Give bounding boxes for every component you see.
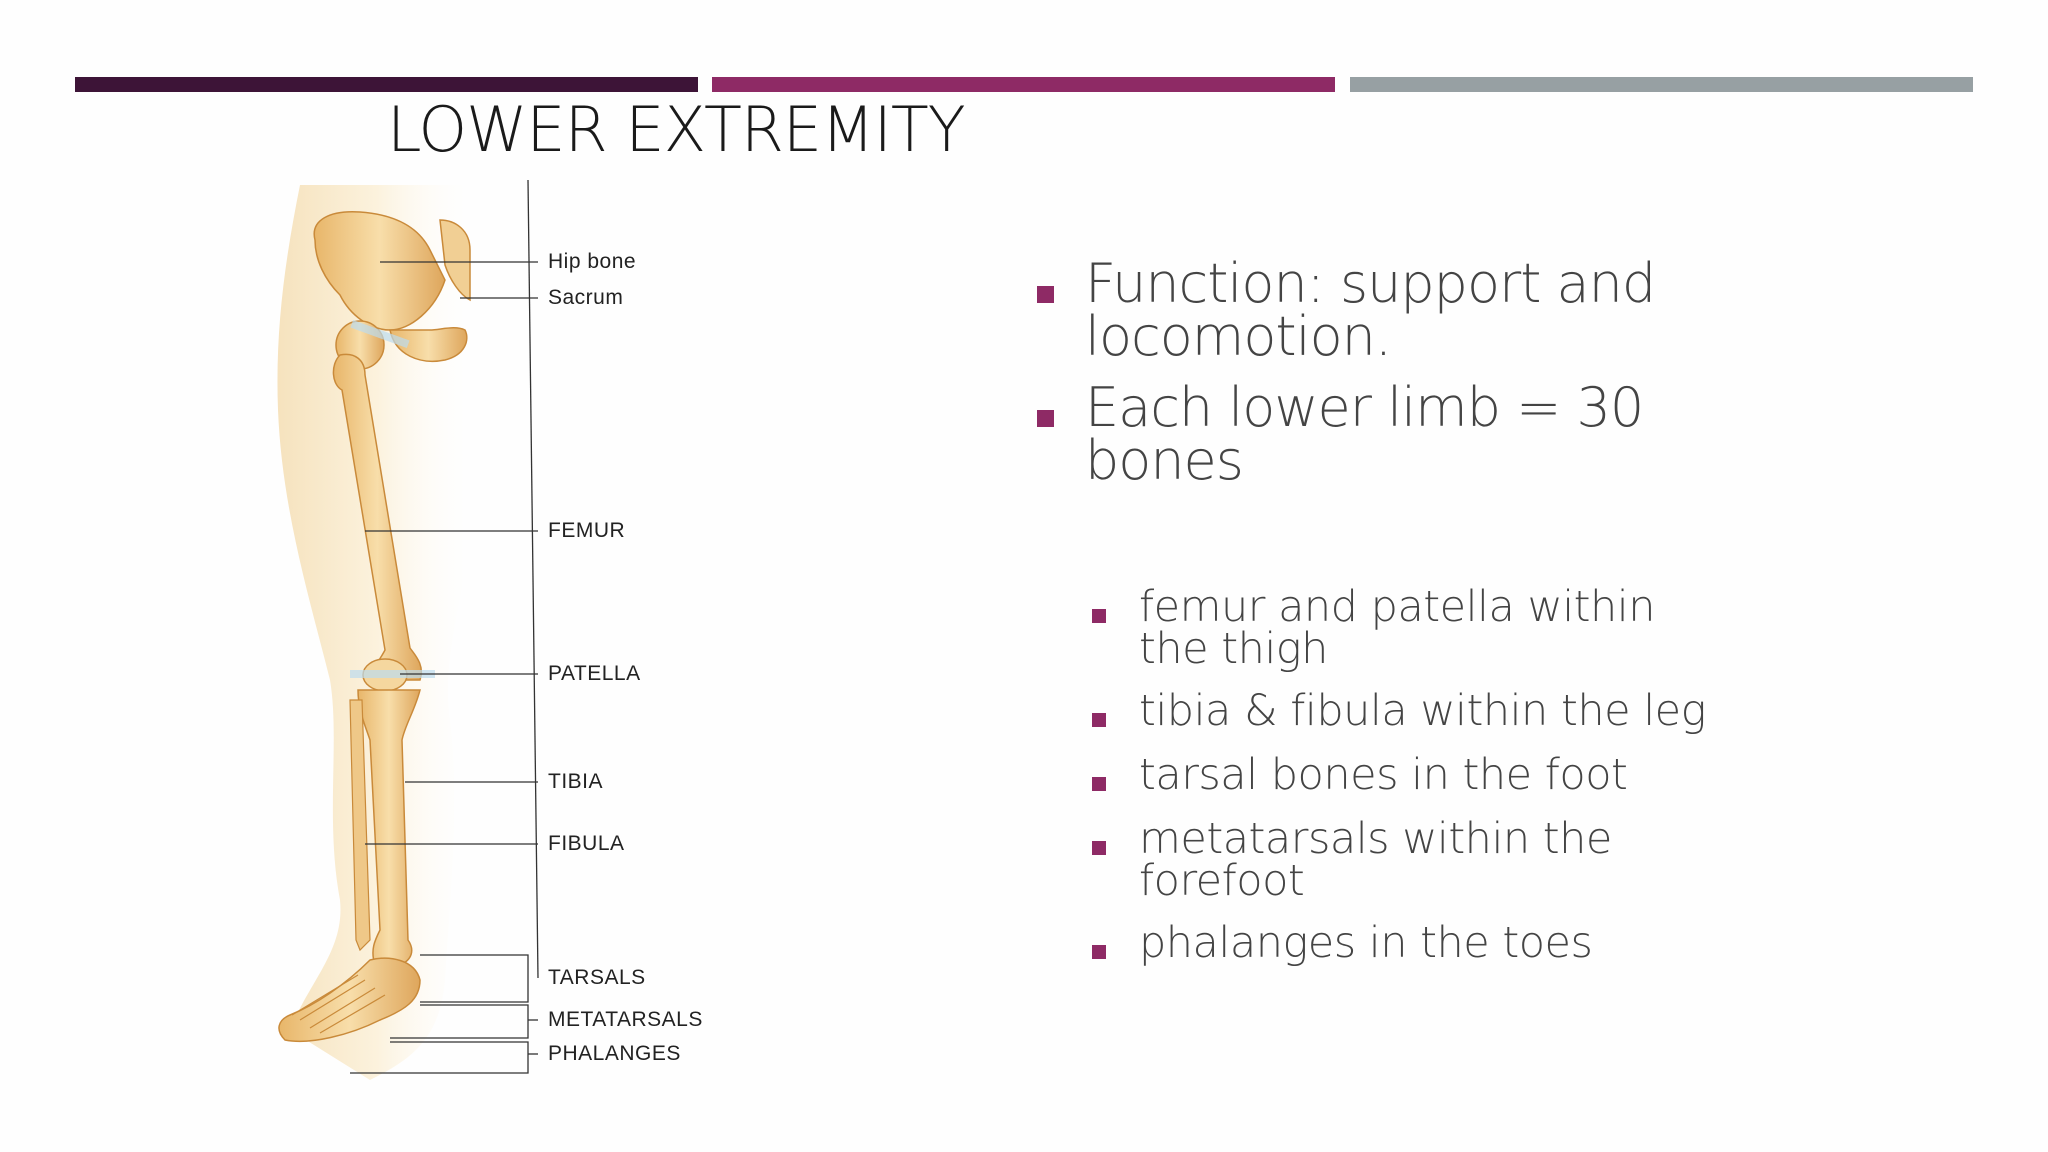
label-femur: FEMUR [548,519,626,542]
bullet-marker [1092,945,1106,959]
sacrum-shape [439,219,471,302]
bullet-text: femur and patella within the thigh [1139,582,1655,675]
label-metatarsals: METATARSALS [548,1008,703,1031]
label-sacrum: Sacrum [548,286,624,309]
leader-lines [350,180,539,1074]
hip-bone-shape [313,211,446,331]
bullet-marker [1092,713,1106,727]
slide-title: LOWER EXTREMITY [387,93,966,166]
label-hip-bone: Hip bone [548,250,637,273]
label-tarsals: TARSALS [548,966,646,989]
fibula-shape [349,699,371,952]
leg-skeleton-figure: Hip bone Sacrum FEMUR PATELLA TIBIA FIBU… [270,180,750,1100]
leg-silhouette [277,185,477,1080]
bullet-marker [1037,286,1054,303]
leg-skeleton-illustration [277,180,539,1080]
bullet-marker [1092,841,1106,855]
label-patella: PATELLA [548,662,641,685]
bullet-text: tibia & fibula within the leg [1139,686,1706,736]
bullet-marker [1092,609,1106,623]
header-bar-dark [75,77,698,92]
header-bar-magenta [712,77,1335,92]
label-phalanges: PHALANGES [548,1042,681,1065]
bullet-marker [1037,410,1054,427]
bullet-text: phalanges in the toes [1139,918,1593,968]
bullet-marker [1092,777,1106,791]
header-bar-gray [1350,77,1973,92]
label-fibula: FIBULA [548,832,625,855]
bullet-text: tarsal bones in the foot [1139,750,1628,800]
bullet-text: Function: support and locomotion. [1085,252,1656,368]
bullet-text: Each lower limb = 30 bones [1085,376,1644,492]
pubis-shape [389,327,468,362]
bullet-text: metatarsals within the forefoot [1139,814,1612,907]
label-tibia: TIBIA [548,770,604,793]
